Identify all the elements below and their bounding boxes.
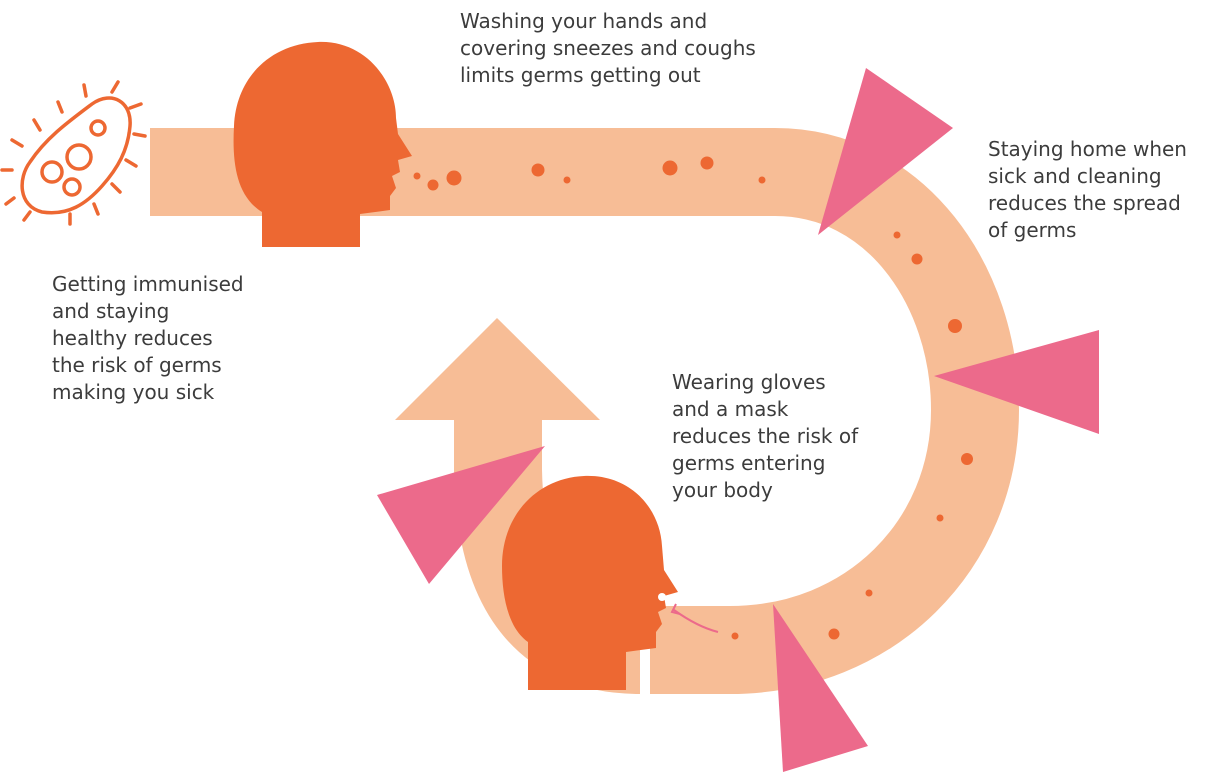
source-head-profile-icon [234, 42, 412, 247]
caption-reduce-spread: Staying home when sick and cleaning redu… [988, 136, 1213, 244]
germ-icon [2, 82, 145, 224]
caption-limit-germs-getting-out: Washing your hands and covering sneezes … [460, 8, 820, 89]
mouth-opening [658, 593, 666, 601]
caption-immunisation: Getting immunised and staying healthy re… [52, 271, 302, 406]
caption-gloves-and-mask: Wearing gloves and a mask reduces the ri… [672, 369, 902, 504]
up-arrow-icon [395, 318, 600, 420]
